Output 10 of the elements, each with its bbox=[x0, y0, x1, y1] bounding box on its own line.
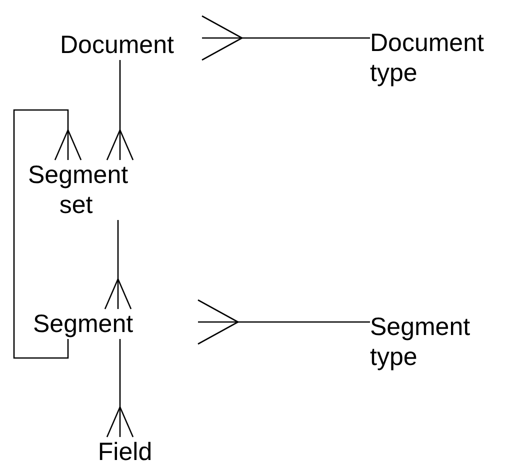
relationship-line bbox=[106, 339, 134, 438]
entity-name: Segment bbox=[33, 309, 198, 339]
entity-name: Segment type bbox=[370, 312, 480, 372]
relationship-line bbox=[106, 60, 134, 161]
entity-name: Document bbox=[60, 30, 202, 60]
relationship-line bbox=[201, 15, 370, 61]
entity-name: Field bbox=[95, 437, 155, 467]
relationship-line bbox=[13, 109, 82, 359]
relationship-line bbox=[104, 220, 132, 310]
relationship-line bbox=[197, 299, 370, 345]
